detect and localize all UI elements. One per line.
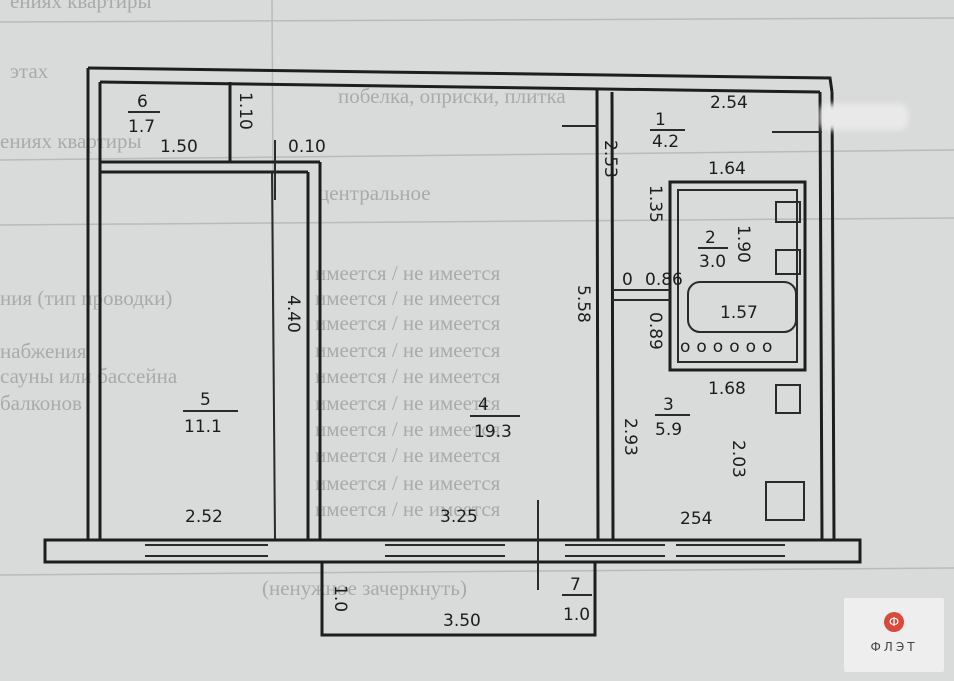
svg-text:имеется / не имеется: имеется / не имеется — [315, 443, 501, 467]
svg-text:0.89: 0.89 — [645, 312, 665, 350]
svg-text:имеется / не имеется: имеется / не имеется — [315, 471, 501, 495]
watermark-logo: Ф ФЛЭТ — [844, 598, 944, 672]
svg-text:1.0: 1.0 — [330, 585, 350, 612]
svg-text:5.9: 5.9 — [655, 420, 682, 440]
svg-text:2.54: 2.54 — [710, 93, 748, 113]
room-4: 419.3 — [470, 395, 520, 442]
svg-text:oooooo: oooooo — [680, 337, 778, 357]
svg-text:0.10: 0.10 — [288, 137, 326, 157]
svg-text:ениях квартиры: ениях квартиры — [10, 0, 152, 13]
svg-text:0.86: 0.86 — [645, 270, 683, 290]
svg-text:1.35: 1.35 — [645, 185, 665, 223]
brand-icon: Ф — [884, 612, 904, 632]
svg-text:3: 3 — [663, 395, 674, 415]
svg-text:7: 7 — [570, 575, 581, 595]
brand-name: ФЛЭТ — [870, 640, 918, 654]
svg-text:центральное: центральное — [318, 181, 431, 205]
svg-text:имеется / не имеется: имеется / не имеется — [315, 311, 501, 335]
svg-text:3.25: 3.25 — [440, 507, 478, 527]
room-6: 61.7 — [128, 92, 160, 137]
svg-text:1: 1 — [655, 110, 666, 130]
svg-text:этах: этах — [10, 59, 49, 83]
svg-text:0: 0 — [622, 270, 633, 290]
svg-text:254: 254 — [680, 509, 712, 529]
svg-text:4.2: 4.2 — [652, 132, 679, 152]
room-3: 35.9 — [655, 395, 690, 440]
svg-text:2.03: 2.03 — [728, 440, 748, 478]
svg-text:2: 2 — [705, 228, 716, 248]
svg-text:(ненужное зачеркнуть): (ненужное зачеркнуть) — [262, 576, 467, 600]
svg-text:1.57: 1.57 — [720, 303, 758, 323]
room-labels: 61.7 511.1 419.3 14.2 23.0 35.9 71.0 — [128, 92, 728, 625]
dimension-labels: 1.50 1.10 0.10 4.40 2.52 3.25 5.58 2.54 … — [160, 92, 778, 631]
room-1: 14.2 — [650, 110, 685, 152]
svg-text:имеется / не имеется: имеется / не имеется — [315, 497, 501, 521]
svg-text:3.50: 3.50 — [443, 611, 481, 631]
svg-text:6: 6 — [137, 92, 148, 112]
svg-text:2.93: 2.93 — [620, 418, 640, 456]
room-5: 511.1 — [183, 390, 238, 437]
svg-text:2.52: 2.52 — [185, 507, 223, 527]
form-background-text: ениях квартиры этах побелка, оприски, пл… — [0, 0, 566, 600]
svg-text:имеется / не имеется: имеется / не имеется — [315, 338, 501, 362]
room-2: 23.0 — [698, 228, 728, 272]
svg-text:5: 5 — [200, 390, 211, 410]
svg-text:ениях квартиры: ениях квартиры — [0, 129, 142, 153]
svg-text:балконов: балконов — [0, 391, 82, 415]
room-7: 71.0 — [562, 575, 592, 625]
svg-text:ния (тип проводки): ния (тип проводки) — [0, 286, 172, 310]
svg-text:5.58: 5.58 — [573, 285, 593, 323]
svg-text:1.10: 1.10 — [235, 92, 255, 130]
svg-text:имеется / не имеется: имеется / не имеется — [315, 286, 501, 310]
svg-text:11.1: 11.1 — [184, 417, 222, 437]
svg-text:имеется / не имеется: имеется / не имеется — [315, 364, 501, 388]
svg-text:1.7: 1.7 — [128, 117, 155, 137]
svg-text:3.0: 3.0 — [699, 252, 726, 272]
svg-text:1.64: 1.64 — [708, 159, 746, 179]
svg-text:1.68: 1.68 — [708, 379, 746, 399]
redacted-area — [820, 104, 908, 130]
svg-text:1.0: 1.0 — [563, 605, 590, 625]
svg-text:1.90: 1.90 — [733, 225, 753, 263]
svg-text:набжения: набжения — [0, 339, 87, 363]
svg-text:4: 4 — [478, 395, 489, 415]
svg-text:19.3: 19.3 — [474, 422, 512, 442]
svg-text:2.53: 2.53 — [600, 140, 620, 178]
svg-text:имеется / не имеется: имеется / не имеется — [315, 417, 501, 441]
svg-text:имеется / не имеется: имеется / не имеется — [315, 391, 501, 415]
svg-text:1.50: 1.50 — [160, 137, 198, 157]
svg-text:4.40: 4.40 — [283, 295, 303, 333]
svg-text:имеется / не имеется: имеется / не имеется — [315, 261, 501, 285]
walls — [43, 66, 862, 637]
